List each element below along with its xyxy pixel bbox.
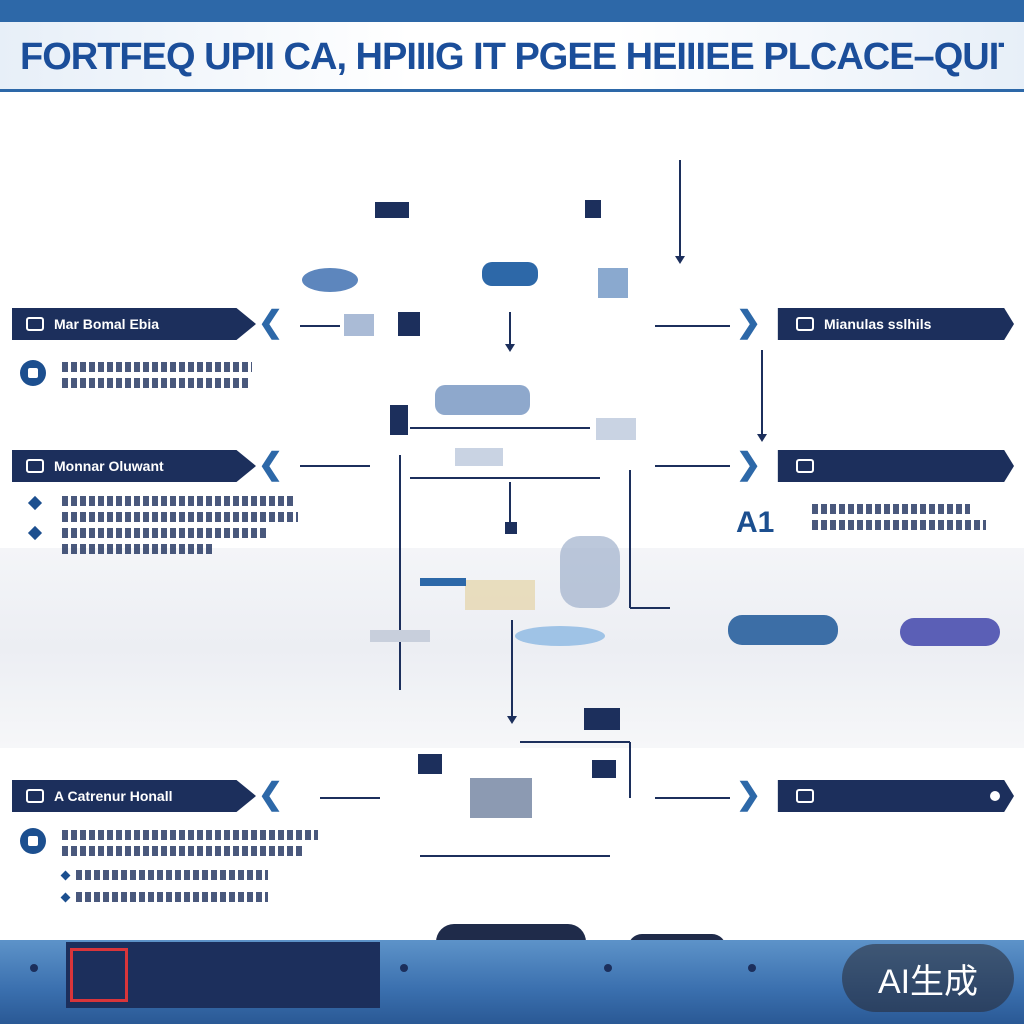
chevron-right-icon: ❯ <box>736 448 762 481</box>
car-icon <box>900 618 1000 646</box>
person-icon <box>560 536 620 608</box>
document-icon <box>470 778 532 818</box>
top-rule <box>0 0 1024 22</box>
device-icon <box>344 314 374 336</box>
chevron-right-icon: ❯ <box>736 306 762 339</box>
document-icon <box>598 268 628 298</box>
bar-icon <box>370 630 430 642</box>
text-line <box>812 520 986 530</box>
text-line <box>62 362 252 372</box>
info-icon <box>20 360 46 386</box>
text-line <box>812 504 970 514</box>
stage-icon <box>26 317 44 331</box>
connector-bar <box>420 578 466 586</box>
ai-generated-badge: AI生成 <box>842 944 1014 1012</box>
stage-ribbon-right[interactable]: Mianulas sslhils <box>777 308 1014 340</box>
logo-mark-icon <box>70 948 128 1002</box>
car-icon <box>302 268 358 292</box>
stage-ribbon-right[interactable] <box>777 780 1014 812</box>
arrowhead <box>505 344 515 352</box>
text-line <box>62 378 248 388</box>
text-line <box>62 512 298 522</box>
stage-icon <box>796 789 814 803</box>
dot-icon <box>400 964 408 972</box>
text-line <box>62 496 294 506</box>
dot-icon <box>30 964 38 972</box>
server-icon <box>584 708 620 730</box>
stage-ribbon-right[interactable] <box>777 450 1014 482</box>
info-icon <box>20 828 46 854</box>
document-icon <box>596 418 636 440</box>
vehicle-icon <box>435 385 530 415</box>
stage-icon <box>796 317 814 331</box>
dot-icon <box>604 964 612 972</box>
stage-label: A Catrenur Honall <box>54 788 173 804</box>
device-icon <box>455 448 503 466</box>
arrowhead <box>675 256 685 264</box>
side-mark: A1 <box>736 506 775 539</box>
text-line <box>62 544 214 554</box>
chevron-left-icon: ❮ <box>258 306 284 339</box>
text-line <box>62 830 318 840</box>
stage-ribbon-left[interactable]: Monnar Oluwant <box>12 450 256 482</box>
arrowhead <box>757 434 767 442</box>
stage-icon <box>796 459 814 473</box>
device-icon <box>592 760 616 778</box>
server-icon <box>398 312 420 336</box>
car-icon <box>728 615 838 645</box>
text-line <box>62 846 304 856</box>
device-icon <box>418 754 442 774</box>
monitor-icon <box>375 202 409 218</box>
vehicle-icon <box>482 262 538 286</box>
stage-ribbon-left[interactable]: A Catrenur Honall <box>12 780 256 812</box>
stage-label: Mianulas sslhils <box>824 316 932 332</box>
text-line <box>62 528 268 538</box>
water-icon <box>515 626 605 646</box>
chevron-right-icon: ❯ <box>736 778 762 811</box>
stage-icon <box>26 459 44 473</box>
chevron-left-icon: ❮ <box>258 778 284 811</box>
page-title: FORTFEQ UPII CA, HPIIIG IT PGEE HEIIIEE … <box>20 36 1004 78</box>
chevron-left-icon: ❮ <box>258 448 284 481</box>
stage-ribbon-left[interactable]: Mar Bomal Ebia <box>12 308 256 340</box>
stage-icon <box>26 789 44 803</box>
text-line <box>76 870 268 880</box>
dot-icon <box>748 964 756 972</box>
title-band <box>0 22 1024 92</box>
stage-label: Monnar Oluwant <box>54 458 164 474</box>
node-icon <box>505 522 517 534</box>
terminal-icon <box>390 405 408 435</box>
arrowhead <box>507 716 517 724</box>
stage-label: Mar Bomal Ebia <box>54 316 160 332</box>
dot-icon <box>990 791 1000 801</box>
server-icon <box>585 200 601 218</box>
text-line <box>76 892 268 902</box>
package-icon <box>465 580 535 610</box>
